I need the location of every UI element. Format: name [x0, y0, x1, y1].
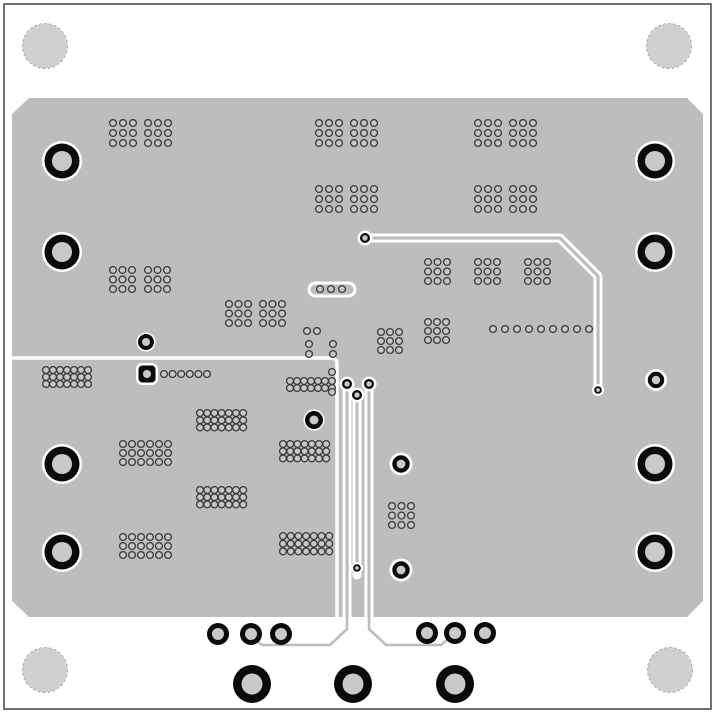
scatter-vias — [302, 326, 338, 397]
isolated-pad-zone — [307, 281, 357, 298]
plane-split-clearance — [12, 356, 339, 617]
image-frame-border — [3, 3, 712, 710]
copper-plane — [12, 98, 703, 617]
via-clusters — [41, 118, 594, 560]
bottom-connector-pads — [207, 622, 496, 645]
plated-mounting-holes — [42, 141, 675, 572]
corner-drill-holes — [22, 23, 693, 693]
trace-vias — [339, 230, 604, 574]
square-pad — [136, 363, 158, 385]
plated-vias-medium — [136, 332, 667, 582]
trace-copper-cores — [345, 236, 600, 619]
bottom-mounting-holes — [233, 665, 474, 703]
